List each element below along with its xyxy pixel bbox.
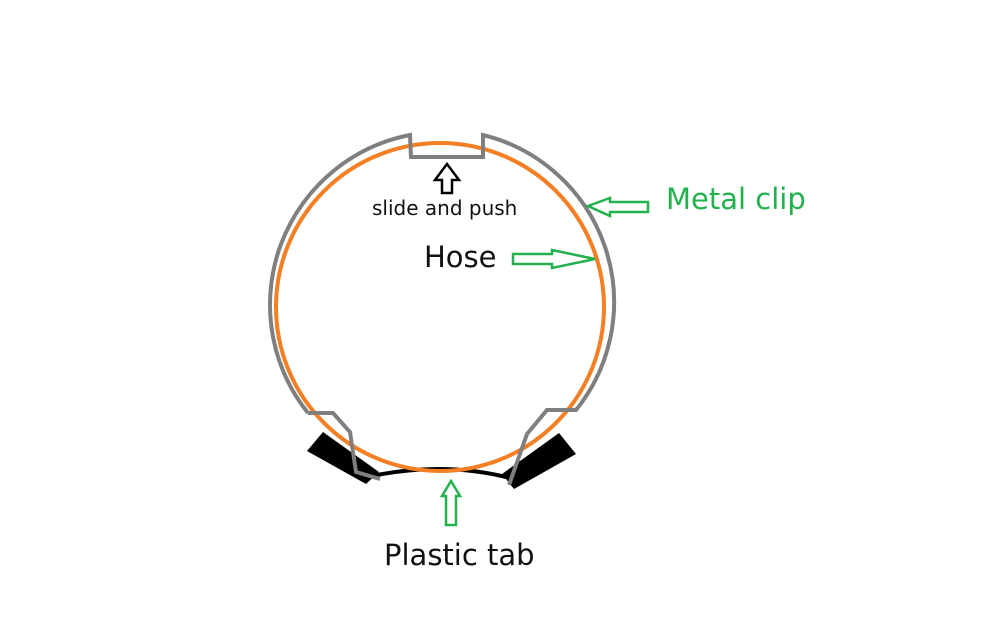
plastic-tab-arrow bbox=[439, 478, 463, 527]
hose-ring bbox=[274, 141, 606, 473]
plastic-tab-label: Plastic tab bbox=[384, 538, 535, 572]
metal-clip bbox=[268, 132, 617, 486]
hose-arrow bbox=[511, 248, 596, 270]
metal-clip-label: Metal clip bbox=[666, 182, 806, 216]
metal-clip-arrow bbox=[584, 196, 650, 218]
slide-and-push-label: slide and push bbox=[372, 196, 518, 220]
hose-label: Hose bbox=[424, 240, 497, 274]
slide-push-arrow bbox=[432, 161, 462, 195]
plastic-tab-right-block bbox=[502, 433, 576, 489]
plastic-tab-left-block bbox=[307, 432, 379, 484]
metal-clip-left-end bbox=[308, 411, 381, 481]
